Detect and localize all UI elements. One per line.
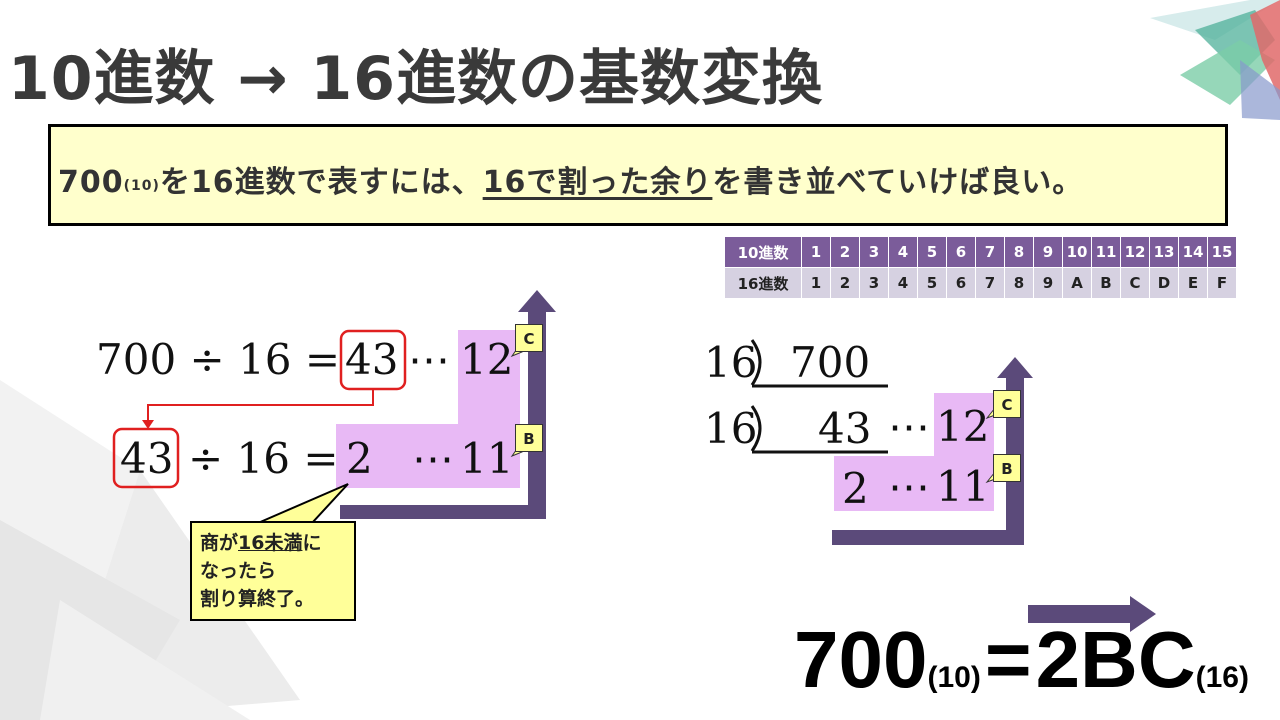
table-cell: 9 [1034, 237, 1062, 267]
ellipsis: ⋯ [412, 434, 454, 483]
table-cell: 10 [1063, 237, 1091, 267]
remainder-highlight [834, 393, 994, 511]
table-cell: 6 [947, 237, 975, 267]
banner-mid: を16進数で表すには、 [159, 165, 483, 200]
table-cell: 4 [889, 237, 917, 267]
divisor-16: 16 [704, 404, 758, 453]
ellipsis: ⋯ [408, 335, 450, 384]
remainder-11: 11 [936, 462, 990, 511]
note-line1: 商が16未満に [200, 532, 322, 554]
table-row-decimal: 10進数 1 2 3 4 5 6 7 8 9 10 11 12 13 14 15 [725, 237, 1236, 267]
result-equals: = [984, 615, 1032, 704]
table-cell: F [1208, 268, 1236, 298]
banner-number-base: (10) [123, 178, 160, 194]
upward-arrow [340, 290, 556, 519]
callout-c: C [993, 390, 1021, 418]
table-header: 10進数 [725, 237, 801, 267]
page-title: 10進数 → 16進数の基数変換 [8, 44, 824, 114]
table-cell: E [1179, 268, 1207, 298]
table-cell: 11 [1092, 237, 1120, 267]
result-hex: 2BC [1035, 615, 1196, 704]
table-cell: 13 [1150, 237, 1178, 267]
dividend-700: 700 [790, 338, 871, 387]
table-cell: 4 [889, 268, 917, 298]
conversion-table: 10進数 1 2 3 4 5 6 7 8 9 10 11 12 13 14 15… [724, 236, 1237, 299]
division-op: ÷ 16 = [188, 434, 339, 483]
table-cell: D [1150, 268, 1178, 298]
carry-arrow [147, 389, 374, 424]
table-cell: 5 [918, 237, 946, 267]
table-cell: 3 [860, 268, 888, 298]
callout-b: B [515, 424, 543, 452]
callout-c: C [515, 324, 543, 352]
table-cell: 3 [860, 237, 888, 267]
remainder-12: 12 [936, 402, 990, 451]
table-cell: 15 [1208, 237, 1236, 267]
stop-condition-note: 商が16未満に なったら 割り算終了。 [190, 521, 356, 621]
callout-b: B [993, 454, 1021, 482]
quotient-43: 43 [345, 335, 399, 384]
remainder-highlight [336, 330, 520, 488]
divisor-16: 16 [704, 338, 758, 387]
result-arrow [1028, 596, 1156, 632]
note-line2: なったら [200, 560, 277, 582]
note-line3: 割り算終了。 [200, 588, 315, 610]
division-op: ÷ 16 = [189, 335, 341, 384]
quotient-2: 2 [842, 464, 869, 513]
table-cell: 14 [1179, 237, 1207, 267]
table-cell: 8 [1005, 237, 1033, 267]
table-cell: 1 [802, 268, 830, 298]
upward-arrow [832, 357, 1033, 545]
result-decimal: 700 [794, 615, 928, 704]
final-result: 700(10)=2BC(16) [794, 614, 1249, 706]
banner-number: 700 [58, 165, 124, 200]
result-decimal-base: (10) [927, 661, 981, 694]
result-hex-base: (16) [1195, 661, 1249, 694]
table-cell: B [1092, 268, 1120, 298]
table-cell: C [1121, 268, 1149, 298]
dividend-43: 43 [818, 404, 872, 453]
banner-underlined: 16で割った余り [482, 165, 713, 200]
table-cell: 7 [976, 237, 1004, 267]
dividend-43: 43 [120, 434, 174, 483]
table-cell: 2 [831, 268, 859, 298]
table-cell: 5 [918, 268, 946, 298]
table-cell: 7 [976, 268, 1004, 298]
table-cell: 2 [831, 237, 859, 267]
remainder-12: 12 [460, 335, 514, 384]
table-cell: 6 [947, 268, 975, 298]
dividend-700: 700 [96, 335, 177, 384]
left-line1: 700 ÷ 16 = [96, 335, 340, 384]
ellipsis: ⋯ [888, 462, 930, 511]
table-cell: 1 [802, 237, 830, 267]
explanation-text: 700(10)を16進数で表すには、16で割った余りを書き並べていけば良い。 [58, 157, 1083, 201]
table-cell: 9 [1034, 268, 1062, 298]
table-cell: 8 [1005, 268, 1033, 298]
explanation-banner [48, 124, 1228, 226]
table-cell: 12 [1121, 237, 1149, 267]
banner-end: を書き並べていけば良い。 [712, 165, 1084, 200]
quotient-2: 2 [346, 434, 373, 483]
dividend-highlight-box [112, 427, 180, 489]
table-row-hex: 16進数 1 2 3 4 5 6 7 8 9 A B C D E F [725, 268, 1236, 298]
table-header: 16進数 [725, 268, 801, 298]
ellipsis: ⋯ [888, 402, 930, 451]
table-cell: A [1063, 268, 1091, 298]
remainder-11: 11 [460, 434, 514, 483]
